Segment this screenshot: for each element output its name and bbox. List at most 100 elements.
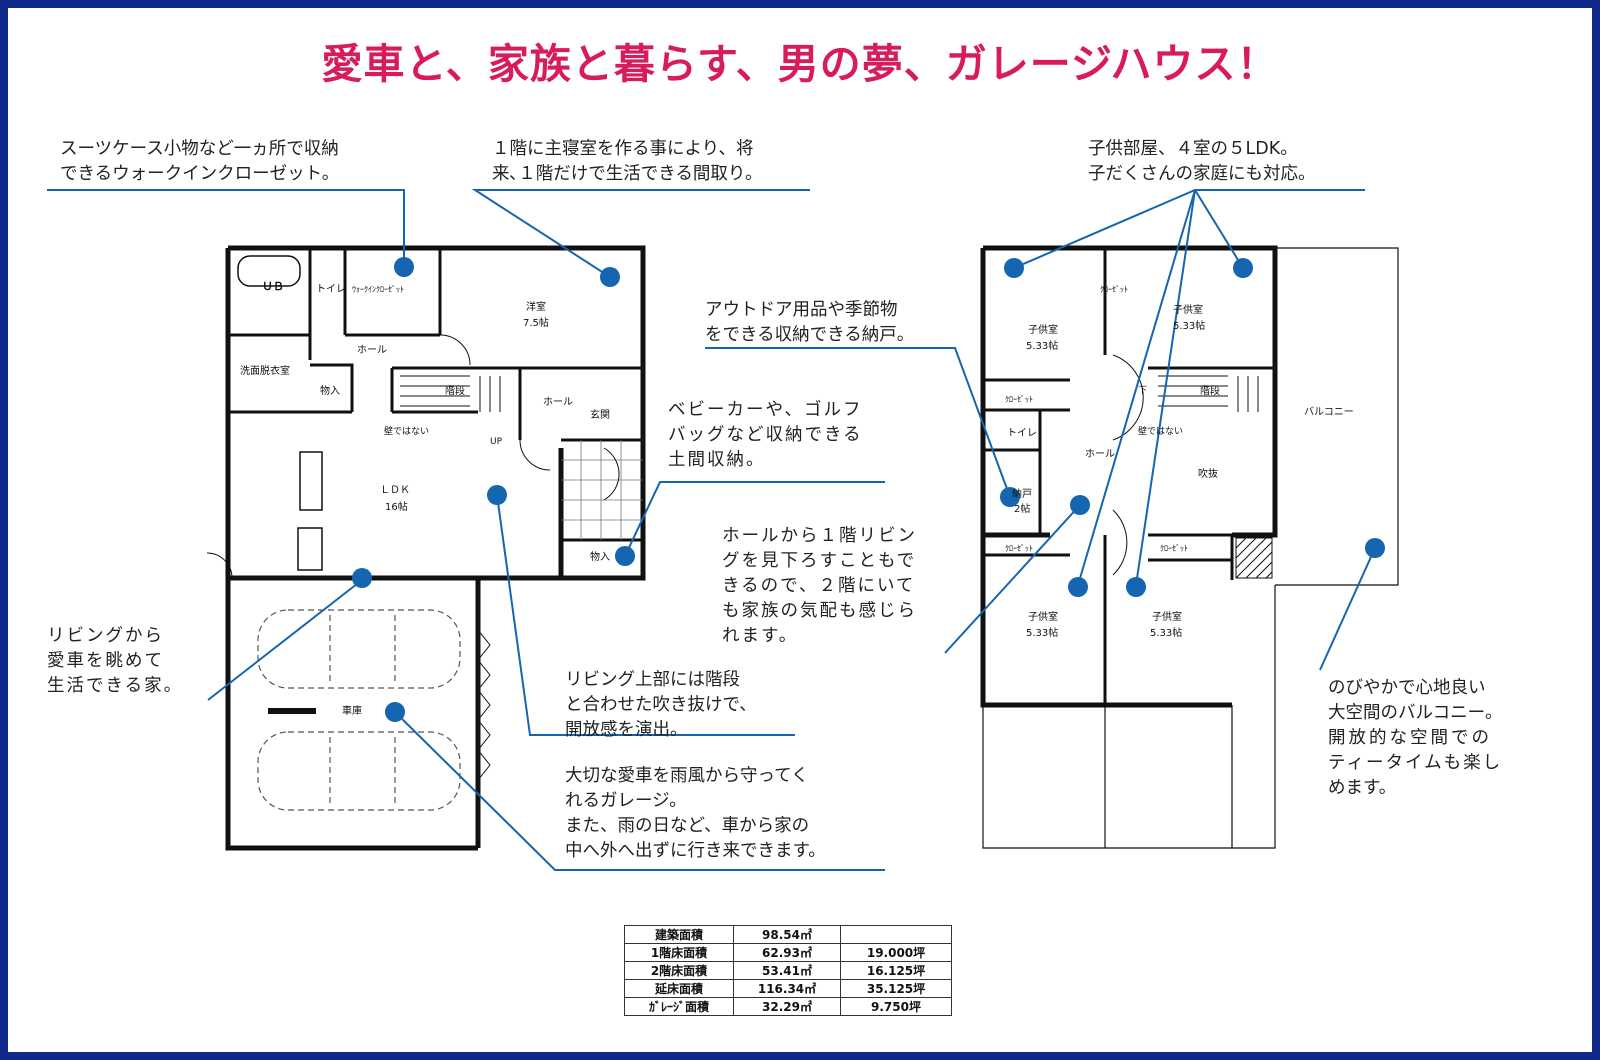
- hall2-label: ホール: [543, 396, 573, 408]
- callout-line: 子供部屋、４室の５LDK。: [1088, 139, 1298, 159]
- callout-line: きるので、２階にいて: [722, 576, 916, 596]
- kids-room-2-size: 5.33帖: [1173, 319, 1205, 332]
- callout-line: 土間収納。: [668, 450, 766, 470]
- kids-room-3-size: 5.33帖: [1026, 626, 1058, 639]
- callout-fukinuke: リビング上部には階段 と合わせた吹き抜けで、 開放感を演出。: [565, 668, 757, 743]
- table-cell: [840, 925, 952, 944]
- table-cell: 32.29㎡: [733, 997, 841, 1016]
- closet-label-4: ｸﾛｰｾﾞｯﾄ: [1160, 544, 1188, 553]
- table-cell: 16.125坪: [840, 961, 952, 980]
- not-wall-label-2: 壁ではない: [1138, 425, 1183, 437]
- table-cell: 19.000坪: [840, 943, 952, 962]
- table-row: 1階床面積 62.93㎡ 19.000坪: [624, 943, 952, 962]
- callout-line: ホールから１階リビン: [722, 526, 917, 546]
- callout-doma: ベビーカーや、ゴルフ バッグなど収納できる 土間収納。: [668, 398, 863, 473]
- up-label: UP: [490, 437, 503, 447]
- table-row: ｶﾞﾚｰｼﾞ面積 32.29㎡ 9.750坪: [624, 997, 952, 1016]
- callout-line: リビングから: [47, 626, 164, 646]
- callout-line: も家族の気配も感じら: [722, 601, 917, 621]
- washroom-label: 洗面脱衣室: [240, 364, 290, 377]
- callout-line: 子だくさんの家庭にも対応。: [1088, 164, 1316, 184]
- callout-line: 大空間のバルコニー。: [1328, 703, 1503, 723]
- bathtub: [237, 255, 301, 287]
- table-cell: 35.125坪: [840, 979, 952, 998]
- garage-bar: [268, 708, 316, 714]
- table-cell: 53.41㎡: [733, 961, 841, 980]
- table-row: 延床面積 116.34㎡ 35.125坪: [624, 979, 952, 998]
- table-cell: 9.750坪: [840, 997, 952, 1016]
- entrance-tiles: [561, 440, 643, 540]
- leader-dot: [1233, 258, 1253, 278]
- callout-line: できるウォークインクローゼット。: [60, 164, 340, 184]
- hall-curve: [1112, 509, 1128, 576]
- callout-bedroom: １階に主寝室を作る事により、将 来､１階だけで生活できる間取り。: [492, 137, 763, 187]
- floor2-stairs: [1158, 375, 1259, 412]
- leader-dot: [1365, 538, 1385, 558]
- callout-line: れるガレージ。: [565, 791, 687, 811]
- hall-label: ホール: [357, 344, 387, 356]
- leader-dot: [1070, 495, 1090, 515]
- callout-line: ティータイムも楽し: [1328, 753, 1503, 773]
- callout-walkin: スーツケース小物など一ヵ所で収納 できるウォークインクローゼット。: [60, 137, 339, 187]
- entrance-label: 玄関: [590, 408, 610, 421]
- callout-line: バッグなど収納できる: [668, 425, 863, 445]
- leader-dot: [352, 568, 372, 588]
- callout-storage: アウトドア用品や季節物 をできる収納できる納戸。: [705, 298, 914, 348]
- nando-label: 納戸: [1012, 487, 1032, 500]
- leader-dot: [394, 257, 414, 277]
- table-cell: 116.34㎡: [733, 979, 841, 998]
- leader-dot: [600, 267, 620, 287]
- table-cell: 1階床面積: [624, 943, 734, 962]
- not-wall-label: 壁ではない: [384, 425, 429, 437]
- kids-room-1-label: 子供室: [1028, 323, 1058, 336]
- closet-label-2: ｸﾛｰｾﾞｯﾄ: [1005, 395, 1033, 404]
- callout-living-car: リビングから 愛車を眺めて 生活できる家。: [47, 624, 183, 699]
- leader-lines: [47, 189, 1376, 871]
- callout-line: ベビーカーや、ゴルフ: [668, 400, 863, 420]
- stairs-label: 階段: [445, 384, 465, 397]
- callout-line: 愛車を眺めて: [47, 651, 164, 671]
- western-room-label: 洋室: [526, 300, 546, 313]
- ub-label: ＵＢ: [262, 280, 284, 293]
- hall-curve: [1112, 354, 1144, 441]
- callout-line: 中へ外へ出ずに行き来できます。: [565, 841, 826, 861]
- table-cell: 62.93㎡: [733, 943, 841, 962]
- callout-garage: 大切な愛車を雨風から守ってく れるガレージ。 また、雨の日など、車から家の 中へ…: [565, 764, 826, 864]
- leader-dot: [1004, 258, 1024, 278]
- callout-line: 生活できる家。: [47, 676, 184, 696]
- floor1-walls: [225, 245, 646, 851]
- leader-dot: [1000, 487, 1020, 507]
- floor1-inner-walls: [228, 248, 643, 542]
- table-cell: 2階床面積: [624, 961, 734, 980]
- area-table: 建築面積 98.54㎡ 1階床面積 62.93㎡ 19.000坪 2階床面積 5…: [624, 925, 952, 1016]
- lower-void: [982, 585, 1276, 849]
- walkin-label: ｳｫｰｸｲﾝｸﾛｰｾﾞｯﾄ: [352, 285, 404, 294]
- table-row: 建築面積 98.54㎡: [624, 925, 952, 944]
- callout-line: アウトドア用品や季節物: [705, 300, 898, 320]
- car-outline: [257, 609, 461, 811]
- callout-line: と合わせた吹き抜けで、: [565, 695, 757, 715]
- callout-line: リビング上部には階段: [565, 670, 740, 690]
- callout-line: グを見下ろすこともで: [722, 551, 917, 571]
- door-arc: [603, 447, 620, 501]
- hatched-shaft: [1235, 537, 1273, 579]
- toilet-label: トイレ: [316, 284, 346, 295]
- floor1-stairs: [400, 375, 501, 412]
- callout-line: をできる収納できる納戸。: [705, 325, 915, 345]
- leader-dot: [385, 702, 405, 722]
- kids-room-2-label: 子供室: [1173, 303, 1203, 316]
- door-arc: [519, 439, 551, 471]
- door-arc: [439, 334, 471, 366]
- kids-room-1-size: 5.33帖: [1026, 339, 1058, 352]
- leader-dot: [1126, 577, 1146, 597]
- callout-balcony: のびやかで心地良い 大空間のバルコニー。 開放的な空間での ティータイムも楽し …: [1328, 676, 1502, 801]
- table-cell: ｶﾞﾚｰｼﾞ面積: [624, 997, 734, 1016]
- callout-kids: 子供部屋、４室の５LDK。 子だくさんの家庭にも対応。: [1088, 137, 1316, 187]
- ldk-size: 16帖: [385, 500, 408, 513]
- fukinuke-label: 吹抜: [1198, 467, 1218, 480]
- table-cell: 延床面積: [624, 979, 734, 998]
- callout-line: 開放的な空間での: [1328, 728, 1492, 748]
- leader-dot: [1068, 577, 1088, 597]
